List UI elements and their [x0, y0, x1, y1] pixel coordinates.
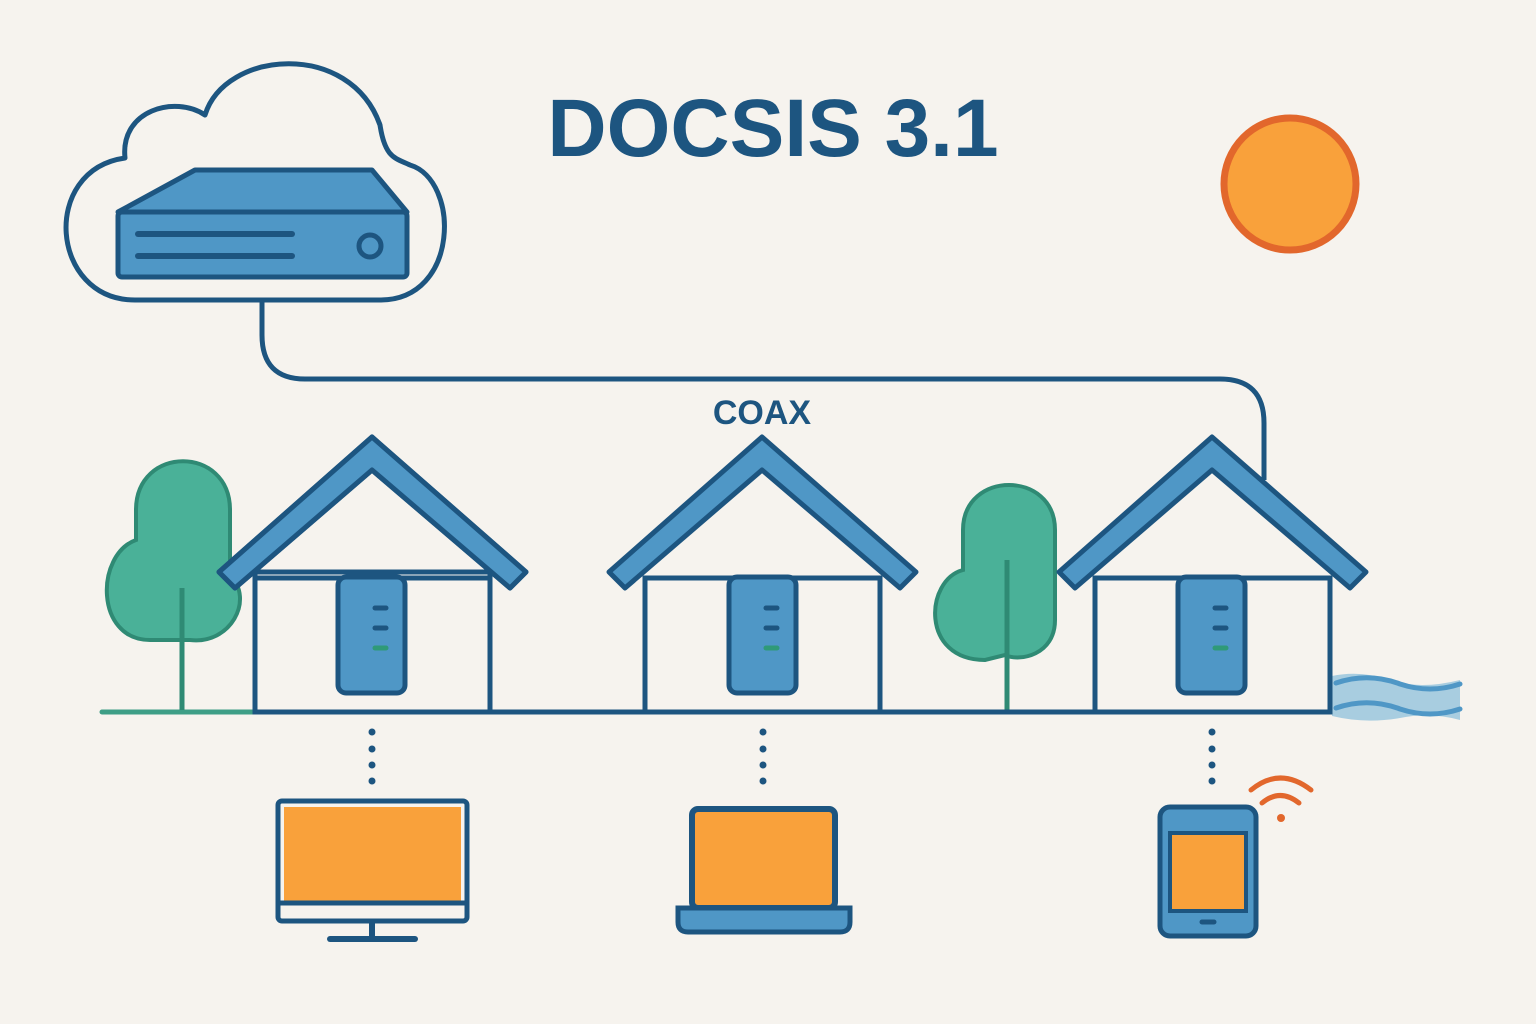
connection-dots — [368, 728, 1216, 785]
laptop-icon — [675, 806, 853, 935]
water-icon — [1332, 673, 1463, 721]
diagram-title: DOCSIS 3.1 — [547, 83, 998, 174]
monitor-icon — [275, 798, 470, 942]
cable-modem-icon — [1175, 574, 1248, 696]
wifi-icon — [1248, 775, 1314, 822]
cable-modem-icon — [335, 574, 408, 696]
server-icon — [115, 167, 410, 280]
tree-icon — [933, 483, 1057, 710]
tree-icon — [104, 459, 242, 710]
cable-modem-icon — [726, 574, 799, 696]
coax-label: COAX — [713, 394, 812, 432]
sun-icon — [1220, 114, 1360, 254]
coax-cable — [259, 302, 1267, 480]
tablet-icon — [1157, 804, 1259, 939]
